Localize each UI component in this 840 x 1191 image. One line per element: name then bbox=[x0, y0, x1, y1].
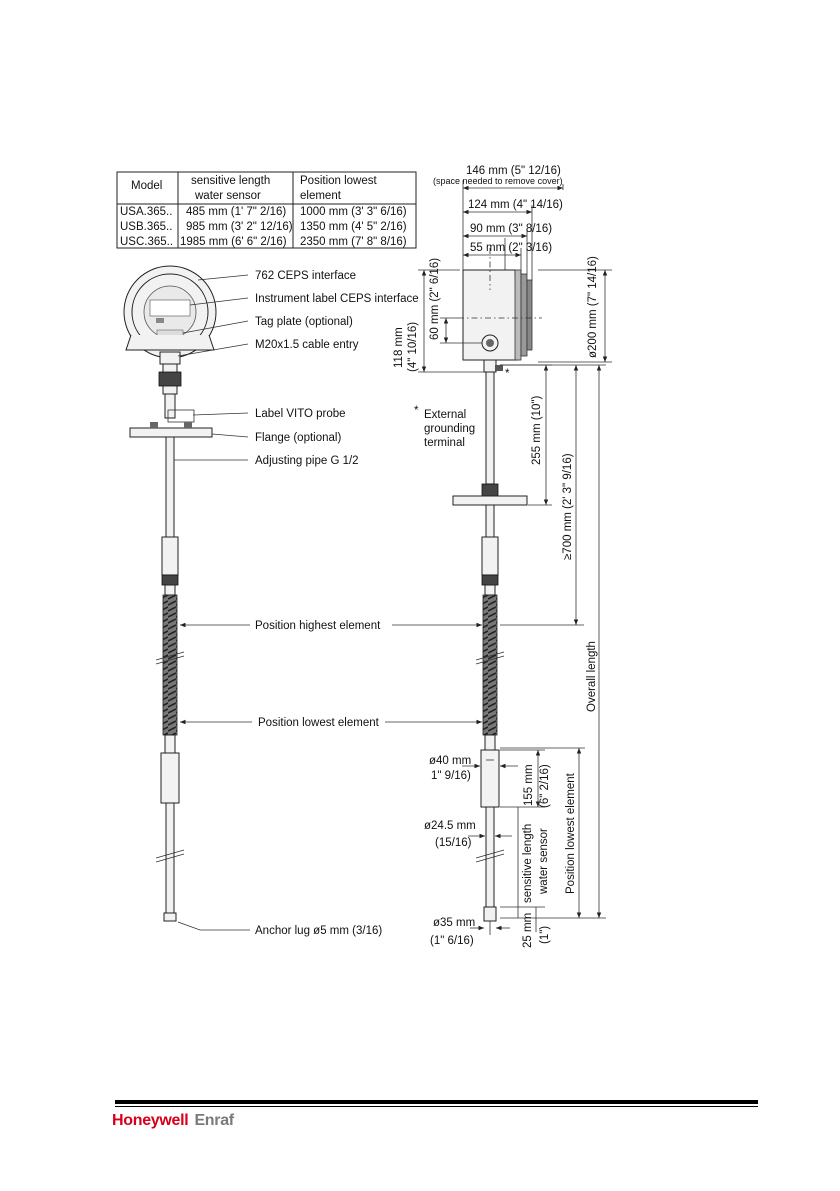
water-sensor-label: water sensor bbox=[538, 828, 550, 895]
dim-24-5: ø24.5 mm bbox=[424, 820, 476, 832]
brand-sub: Enraf bbox=[194, 1112, 234, 1129]
table-header-model: Model bbox=[131, 180, 162, 192]
anchor-lug bbox=[163, 912, 177, 922]
position-lowest-label: Position lowest element bbox=[565, 772, 577, 894]
callout-lowest-element: Position lowest element bbox=[258, 717, 380, 729]
dim-60: 60 mm (2" 6/16) bbox=[429, 258, 441, 340]
adjusting-pipe bbox=[165, 436, 175, 538]
dim-146-note: (space needed to remove cover) bbox=[433, 176, 563, 186]
footer-rule-thin bbox=[115, 1106, 758, 1107]
callout-tag-plate: Tag plate (optional) bbox=[255, 316, 353, 328]
external-line1: External bbox=[424, 409, 466, 421]
instrument-label bbox=[149, 299, 191, 317]
side-view: * bbox=[418, 180, 612, 935]
dim-118-imperial: (4" 10/16) bbox=[407, 322, 419, 372]
table-cell-model: USC.365.. bbox=[120, 236, 173, 248]
sensitive-length-label: sensitive length bbox=[522, 824, 534, 903]
dim-40-imperial: 1" 9/16) bbox=[431, 770, 471, 782]
callout-anchor-lug: Anchor lug ø5 mm (3/16) bbox=[255, 925, 382, 937]
dim-40: ø40 mm bbox=[429, 755, 471, 767]
callout-instrument-label: Instrument label CEPS interface bbox=[255, 293, 419, 305]
dim-124: 124 mm (4" 14/16) bbox=[468, 199, 563, 211]
callout-cable-entry: M20x1.5 cable entry bbox=[255, 339, 359, 351]
table-cell-sensitive: 1985 mm (6' 6" 2/16) bbox=[180, 236, 287, 248]
dim-90: 90 mm (3" 8/16) bbox=[470, 223, 552, 235]
sensor-body bbox=[480, 749, 500, 808]
dim-700: ≥700 mm (2' 3" 9/16) bbox=[562, 453, 574, 560]
dim-25-imperial: (1") bbox=[539, 926, 551, 944]
table-header-position: Position lowest bbox=[300, 175, 378, 187]
external-line2: grounding bbox=[424, 423, 475, 435]
dim-35: ø35 mm bbox=[433, 917, 475, 929]
flange-side bbox=[452, 495, 528, 506]
callouts: 762 CEPS interface Instrument label CEPS… bbox=[180, 270, 482, 937]
dim-25: 25 mm bbox=[522, 913, 534, 948]
dim-35-imperial: (1" 6/16) bbox=[430, 935, 474, 947]
dimension-labels: 146 mm (5" 12/16) (space needed to remov… bbox=[393, 165, 599, 948]
cable-entry bbox=[159, 351, 181, 365]
callout-ceps: 762 CEPS interface bbox=[255, 270, 356, 282]
dim-118: 118 mm bbox=[393, 327, 405, 368]
dim-255: 255 mm (10") bbox=[531, 396, 543, 465]
footer-rule bbox=[115, 1100, 758, 1104]
table-cell-sensitive: 485 mm (1' 7" 2/16) bbox=[186, 206, 286, 218]
table-cell-position: 1000 mm (3' 3" 6/16) bbox=[300, 206, 407, 218]
callout-highest-element: Position highest element bbox=[255, 620, 381, 632]
sensor-coil bbox=[162, 594, 178, 736]
table-header-element: element bbox=[300, 190, 342, 202]
table-cell-model: USA.365.. bbox=[120, 206, 172, 218]
dim-55: 55 mm (2" 3/16) bbox=[470, 242, 552, 254]
dim-overall: Overall length bbox=[586, 641, 598, 712]
dim-200: ø200 mm (7" 14/16) bbox=[587, 256, 599, 358]
callout-flange: Flange (optional) bbox=[255, 432, 341, 444]
model-table: Model sensitive length water sensor Posi… bbox=[116, 171, 417, 249]
table-cell-position: 1350 mm (4' 5" 2/16) bbox=[300, 221, 407, 233]
external-line3: terminal bbox=[424, 437, 465, 449]
dim-24-5-imperial: (15/16) bbox=[435, 837, 472, 849]
front-view bbox=[123, 265, 250, 931]
callout-vito-label: Label VITO probe bbox=[255, 408, 346, 420]
star-mark: * bbox=[505, 368, 510, 380]
brand-logo: Honeywell Enraf bbox=[112, 1112, 234, 1130]
callout-adjusting-pipe: Adjusting pipe G 1/2 bbox=[255, 455, 359, 467]
dim-146: 146 mm (5" 12/16) bbox=[466, 165, 561, 177]
brand-name: Honeywell bbox=[112, 1112, 189, 1129]
table-cell-sensitive: 985 mm (3' 2" 12/16) bbox=[186, 221, 293, 233]
dim-155-imperial: (6" 2/16) bbox=[539, 764, 551, 808]
table-header-sensitive: sensitive length bbox=[191, 175, 270, 187]
external-star: * bbox=[414, 405, 419, 417]
flange bbox=[129, 427, 213, 438]
table-cell-model: USB.365.. bbox=[120, 221, 172, 233]
table-header-water: water sensor bbox=[194, 190, 261, 202]
dim-155: 155 mm bbox=[523, 764, 535, 806]
table-cell-position: 2350 mm (7' 8" 8/16) bbox=[300, 236, 407, 248]
